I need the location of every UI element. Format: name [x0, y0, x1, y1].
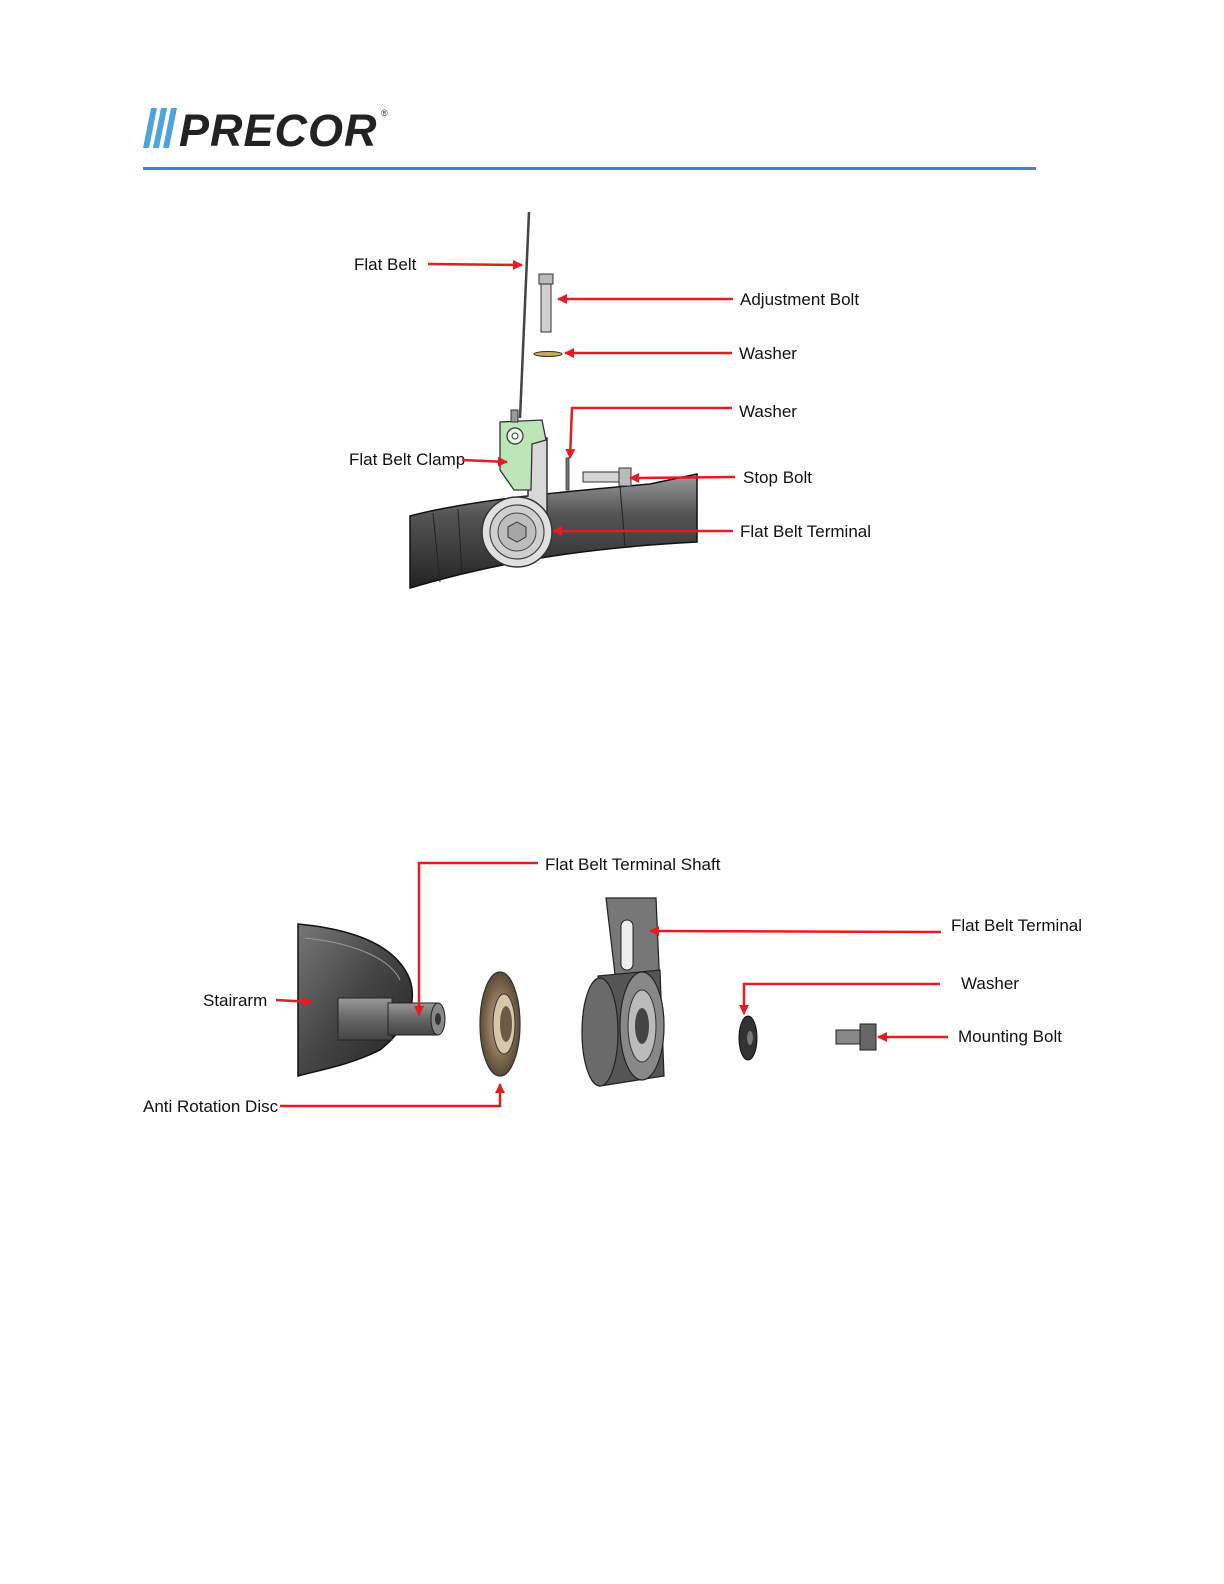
mounting-bolt — [836, 1024, 876, 1050]
label-washer-upper: Washer — [739, 344, 797, 363]
flat-belt-terminal-part — [582, 898, 664, 1086]
callout-flat-belt-terminal-shaft: Flat Belt Terminal Shaft — [419, 855, 721, 1015]
page-header: PRECOR ® — [0, 0, 1224, 180]
callout-mounting-bolt: Mounting Bolt — [878, 1027, 1062, 1046]
flat-belt-assembly-figure: Flat Belt Adjustment Bolt Washer Washer … — [0, 200, 1224, 600]
label-stairarm: Stairarm — [203, 991, 267, 1010]
label-flat-belt-terminal-shaft: Flat Belt Terminal Shaft — [545, 855, 721, 874]
label-flat-belt-clamp: Flat Belt Clamp — [349, 450, 465, 469]
exploded-view-figure: Flat Belt Terminal Shaft Flat Belt Termi… — [0, 840, 1224, 1140]
adjustment-bolt — [539, 274, 553, 332]
svg-text:®: ® — [381, 108, 388, 118]
callout-washer-lower: Washer — [570, 402, 797, 458]
label-washer-lower: Washer — [739, 402, 797, 421]
label-flat-belt-terminal: Flat Belt Terminal — [740, 522, 871, 541]
logo-wordmark: PRECOR — [179, 105, 378, 154]
label-flat-belt-terminal-2: Flat Belt Terminal — [951, 916, 1082, 935]
label-adjustment-bolt: Adjustment Bolt — [740, 290, 859, 309]
callout-flat-belt-terminal: Flat Belt Terminal — [650, 916, 1082, 935]
header-rule — [143, 167, 1036, 170]
washer-part — [739, 1016, 757, 1060]
label-washer: Washer — [961, 974, 1019, 993]
callout-washer: Washer — [744, 974, 1019, 1014]
callout-flat-belt: Flat Belt — [354, 255, 522, 274]
flat-belt — [520, 212, 529, 418]
callout-flat-belt-clamp: Flat Belt Clamp — [349, 450, 507, 469]
label-mounting-bolt: Mounting Bolt — [958, 1027, 1062, 1046]
callout-adjustment-bolt: Adjustment Bolt — [558, 290, 859, 309]
lower-washer — [566, 458, 569, 490]
callout-anti-rotation-disc: Anti Rotation Disc — [143, 1084, 500, 1116]
label-flat-belt: Flat Belt — [354, 255, 417, 274]
stop-bolt — [583, 468, 631, 486]
anti-rotation-disc — [480, 972, 520, 1076]
label-stop-bolt: Stop Bolt — [743, 468, 812, 487]
upper-washer — [534, 352, 562, 357]
callout-washer-upper: Washer — [565, 344, 797, 363]
callout-stairarm: Stairarm — [203, 991, 312, 1010]
precor-logo: PRECOR ® — [143, 104, 393, 154]
flat-belt-terminal-shaft — [338, 998, 445, 1040]
label-anti-rotation-disc: Anti Rotation Disc — [143, 1097, 279, 1116]
